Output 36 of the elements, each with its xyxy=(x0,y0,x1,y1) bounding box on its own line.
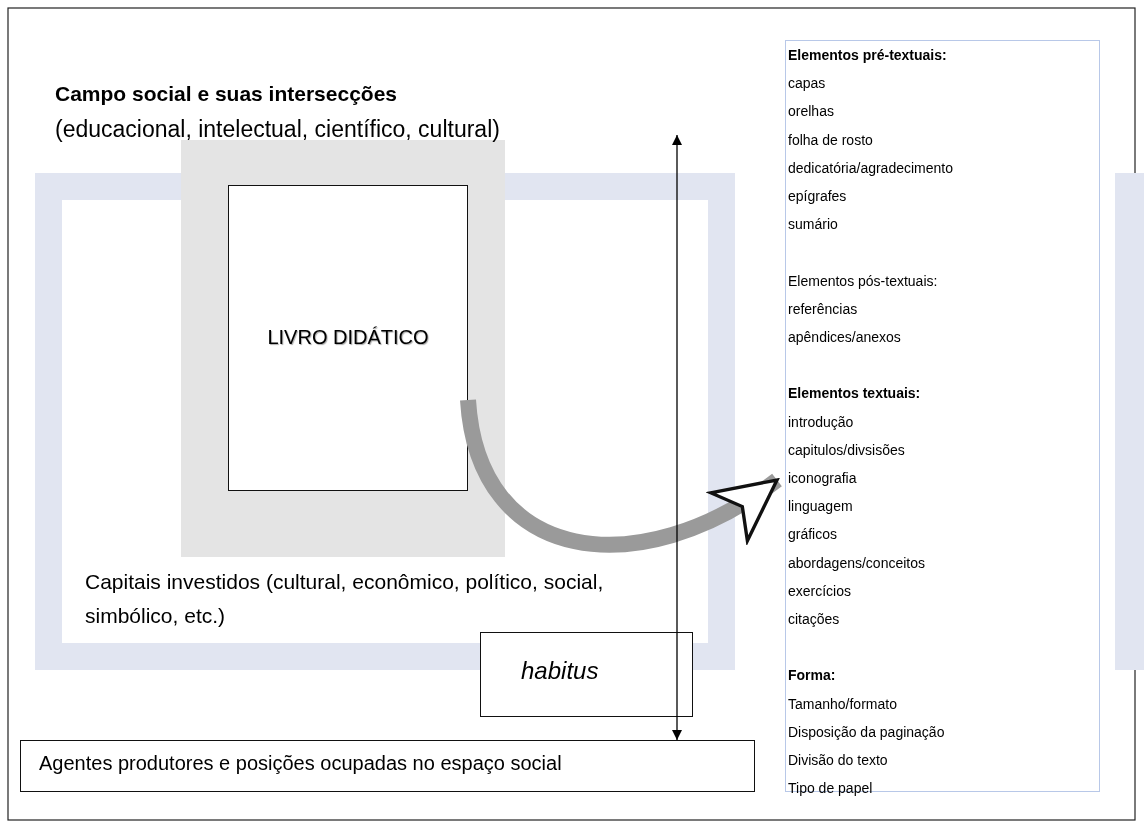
subtitle-text: (educacional, intelectual, científico, cultural) xyxy=(55,116,500,143)
list-item: referências xyxy=(788,299,858,319)
list-item: iconografia xyxy=(788,469,857,488)
book-title: LIVRO DIDÁTICO xyxy=(266,326,430,349)
list-item: Elementos pré-textuais: xyxy=(788,46,947,65)
list-item: Tipo de papel xyxy=(788,779,873,799)
list-item: dedicatória/agradecimento xyxy=(788,158,953,178)
double-arrow xyxy=(672,134,682,741)
list-item: gráficos xyxy=(788,525,838,545)
list-item: introdução xyxy=(788,412,854,432)
list-item: orelhas xyxy=(788,102,834,122)
list-item: citações xyxy=(788,610,840,629)
capital-text: Capitais investidos (cultural, econômico, político, social, simbólico, etc.) xyxy=(85,569,605,629)
list-item: epígrafes xyxy=(788,187,847,206)
list-item: apêndices/anexos xyxy=(788,328,901,347)
habitus-box xyxy=(480,632,693,717)
diagram-title: Campo social e suas intersecções xyxy=(55,82,397,106)
list-item: Disposição da paginação xyxy=(788,722,945,742)
list-item: Elementos pós-textuais: xyxy=(788,271,938,291)
agents-text: Agentes produtores e posições ocupadas no espaço social xyxy=(39,752,562,775)
agents-box xyxy=(20,740,755,792)
list-item: capitulos/divsisões xyxy=(788,440,905,460)
list-item: Elementos textuais: xyxy=(788,384,921,404)
habitus-text: habitus xyxy=(521,657,599,685)
list-item: exercícios xyxy=(788,581,852,601)
list-item: Forma: xyxy=(788,666,836,686)
list-item: Tamanho/formato xyxy=(788,694,897,714)
list-item: capas xyxy=(788,74,826,94)
list-item: linguagem xyxy=(788,497,853,517)
list-item: sumário xyxy=(788,215,838,235)
book-box xyxy=(228,185,468,491)
list-item: folha de rosto xyxy=(788,130,873,150)
list-item: Divisão do texto xyxy=(788,751,888,770)
list-item: abordagens/conceitos xyxy=(788,553,925,573)
curved-block-arrow xyxy=(460,398,782,553)
shaded-box xyxy=(181,140,505,557)
